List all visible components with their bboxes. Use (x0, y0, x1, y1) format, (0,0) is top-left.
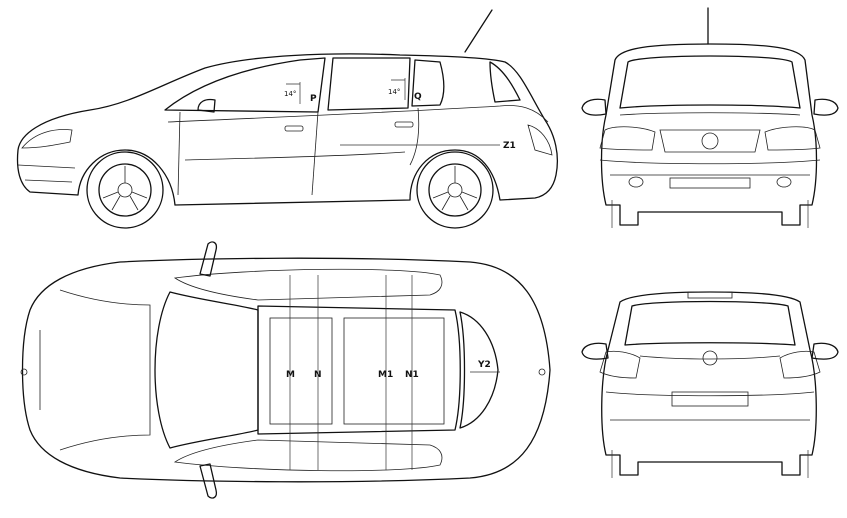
side-rear-wheel (416, 151, 494, 229)
side-window-front (164, 57, 326, 113)
top-m1-label: M1 (378, 370, 393, 380)
top-roof (257, 305, 461, 435)
side-body-outline (16, 53, 559, 206)
side-view: 14° P 14° Q Z1 (16, 9, 559, 229)
side-front-wheel (86, 151, 164, 229)
side-z1-label: Z1 (503, 141, 516, 151)
side-q-label: Q (414, 92, 422, 102)
rear-body-outline (601, 291, 817, 476)
side-window-quarter (411, 59, 445, 107)
top-sunroof-rear (343, 317, 445, 425)
side-angle-q-label: 14° (388, 88, 400, 96)
top-windshield (154, 291, 259, 449)
top-body-outline (21, 257, 551, 483)
front-windshield (619, 55, 801, 109)
rear-view (581, 291, 839, 478)
side-angle-p-label: 14° (284, 90, 296, 98)
top-sunroof-front (269, 317, 333, 425)
rear-window (624, 300, 796, 346)
side-rear-glass (489, 61, 521, 103)
top-rear-glass (459, 311, 499, 429)
front-body-outline (600, 43, 818, 226)
top-m-label: M (286, 370, 295, 380)
front-view (581, 7, 839, 228)
top-n1-label: N1 (405, 370, 419, 380)
top-view: M N M1 N1 Y2 (20, 241, 551, 499)
top-y2-label: Y2 (477, 360, 491, 370)
side-p-label: P (310, 94, 317, 104)
top-n-label: N (314, 370, 322, 380)
side-window-rear (327, 57, 411, 111)
